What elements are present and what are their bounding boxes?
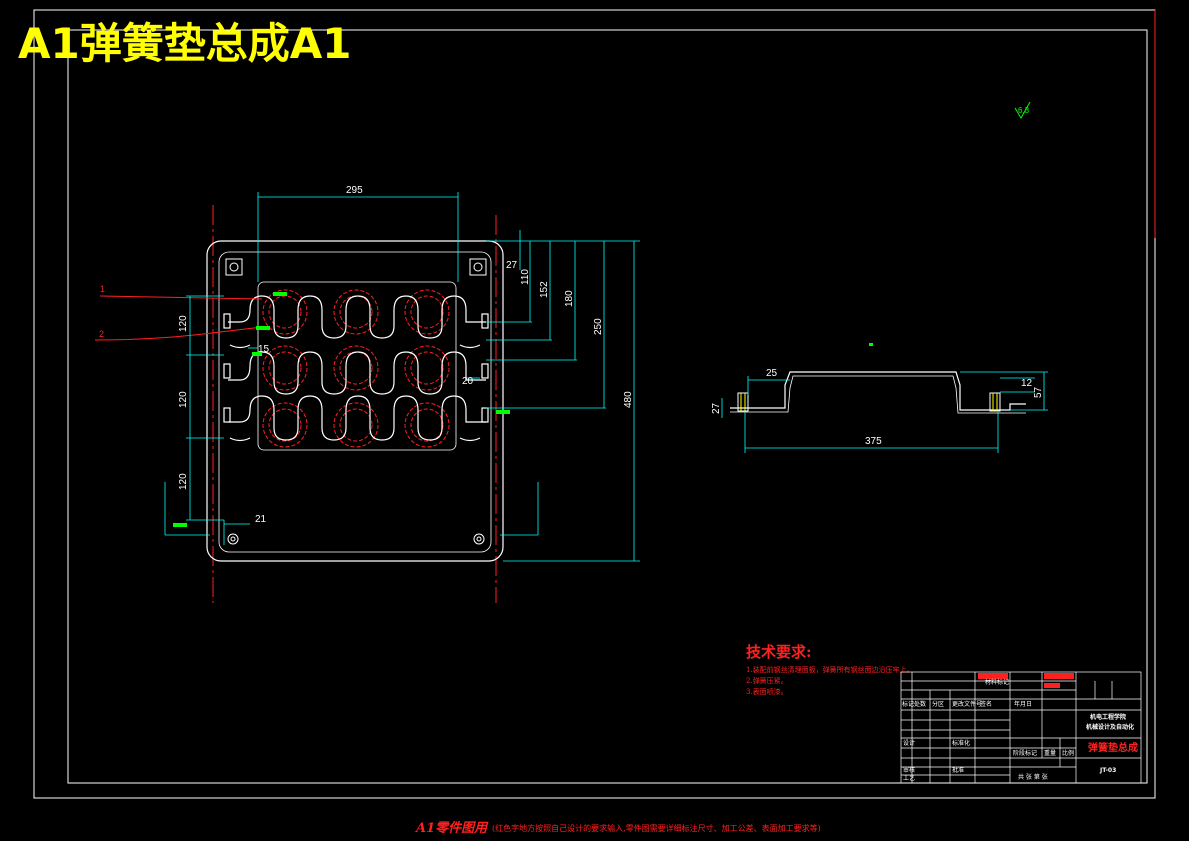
tb-scale-label-4: 签名 <box>980 700 992 708</box>
tb-role-review: 审核 <box>903 766 915 774</box>
surface-finish-value: 6.3 <box>1018 106 1030 115</box>
spring-frame <box>257 281 457 451</box>
side-dimension-lines <box>721 371 1048 453</box>
surface-finish-icon: 6.3 <box>1014 101 1031 119</box>
tb-weight-label: 重量 <box>1044 749 1056 757</box>
coil-2-3 <box>404 345 450 391</box>
title-block-text: 材料标记 标记 处数 分区 更改文件号 签名 年月日 设计 标准化 审核 工艺 … <box>902 673 1138 782</box>
dim-120-b: 120 <box>178 391 189 408</box>
coil-3-1 <box>262 402 308 448</box>
dim-15: 15 <box>258 344 270 355</box>
tech-req-item-1: 1.装配前钢丝清理面板，弹簧所有钢丝面边沿压牢上。 <box>746 665 914 674</box>
plate-profile <box>730 371 1026 411</box>
corner-hole-br <box>473 533 485 545</box>
coil-3-3 <box>404 402 450 448</box>
outer-border <box>33 9 1156 799</box>
footer-note-text: (红色字地方按照自己设计的要求输入,零件图需要详细标注尺寸、加工公差、表面加工要… <box>492 823 821 833</box>
dim-110: 110 <box>520 269 531 285</box>
side-dim-375: 375 <box>865 436 882 447</box>
footer-note: A1零件图用 (红色字地方按照自己设计的要求输入,零件图需要详细标注尺寸、加工公… <box>414 820 821 836</box>
corner-hole-bl <box>227 533 239 545</box>
dim-480: 480 <box>623 391 634 408</box>
callout-1: 1 <box>100 284 105 294</box>
plan-view: 1 2 <box>94 185 640 603</box>
callout-2: 2 <box>99 329 104 339</box>
coil-2-2 <box>333 345 379 391</box>
tech-req-item-2: 2.弹簧压紧。 <box>746 676 788 685</box>
coil-1-2 <box>333 289 379 335</box>
side-view: 25 12 57 27 375 <box>711 343 1048 453</box>
plate-outline <box>206 240 504 562</box>
tb-role-approve: 批准 <box>952 766 964 774</box>
tb-company-line2: 机械设计及自动化 <box>1086 723 1134 731</box>
dim-120-a: 120 <box>178 315 189 332</box>
title-block <box>900 671 1142 784</box>
drawing-title: A1弹簧垫总成A1 <box>18 19 351 68</box>
coil-2-1 <box>262 345 308 391</box>
tech-req-item-3: 3.表面喷漆。 <box>746 687 788 696</box>
dim-27: 27 <box>506 260 518 271</box>
side-dim-57: 57 <box>1033 386 1044 398</box>
corner-hole-tl <box>225 258 243 276</box>
dim-250: 250 <box>593 318 604 335</box>
tb-scale-label-1: 处数 <box>914 700 926 708</box>
dim-152: 152 <box>539 281 550 298</box>
tb-role-design: 设计 <box>903 739 915 747</box>
callout-leaders <box>94 295 263 341</box>
side-block-right <box>989 392 1001 412</box>
dim-20: 20 <box>462 376 474 387</box>
wire-row-2 <box>228 351 486 395</box>
dim-295: 295 <box>346 185 363 196</box>
dim-180: 180 <box>564 290 575 307</box>
dim-21: 21 <box>255 514 267 525</box>
tb-company-line1: 机电工程学院 <box>1090 713 1126 721</box>
coil-3-2 <box>333 402 379 448</box>
tb-scale-label-2: 分区 <box>932 700 944 708</box>
tb-ratio-label: 比例 <box>1062 749 1074 757</box>
tech-requirements: 技术要求: 1.装配前钢丝清理面板，弹簧所有钢丝面边沿压牢上。 2.弹簧压紧。 … <box>746 643 914 696</box>
tb-drawing-number: JT-03 <box>1099 767 1116 774</box>
wire-row-1 <box>228 295 486 339</box>
inner-border <box>67 29 1148 784</box>
tb-scale-label-5: 年月日 <box>1014 700 1032 708</box>
coil-1-1 <box>262 289 308 335</box>
tb-drawing-name: 弹簧垫总成 <box>1088 741 1138 754</box>
wire-row-3 <box>228 395 486 441</box>
plate-inner-outline <box>218 251 492 553</box>
dimension-lines <box>164 192 640 562</box>
tb-material-label: 材料标记 <box>985 678 1009 686</box>
tb-sheet-text: 共 张 第 张 <box>1018 773 1048 781</box>
coil-1-3 <box>404 289 450 335</box>
tb-stage-label: 阶段标记 <box>1013 749 1037 757</box>
dim-120-c: 120 <box>178 473 189 490</box>
side-dim-25: 25 <box>766 368 778 379</box>
tb-scale-label-0: 标记 <box>902 700 914 708</box>
tb-role-process: 工艺 <box>903 774 915 782</box>
leader-tags <box>173 292 510 527</box>
serpentine-wires <box>223 295 489 442</box>
tech-req-heading: 技术要求: <box>746 643 812 661</box>
spring-coils <box>262 289 450 448</box>
side-block-left <box>737 392 749 412</box>
tb-role-standard: 标准化 <box>952 739 970 747</box>
corner-hole-tr <box>469 258 487 276</box>
tb-scale-label-3: 更改文件号 <box>952 700 982 708</box>
side-dim-27: 27 <box>711 402 722 414</box>
footer-note-lead: A1零件图用 <box>414 820 489 836</box>
side-dim-12: 12 <box>1021 378 1033 389</box>
